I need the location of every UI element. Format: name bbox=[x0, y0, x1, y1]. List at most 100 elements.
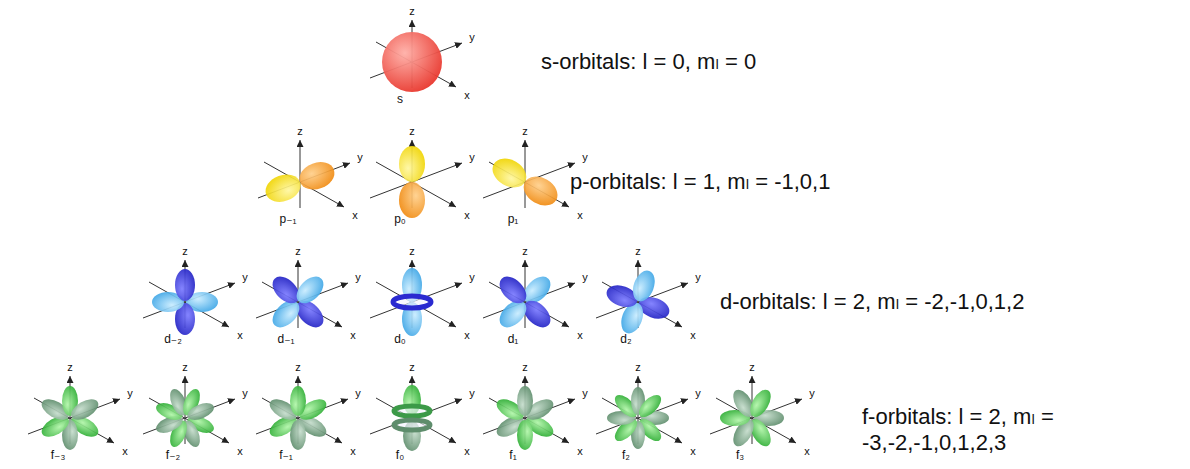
orbital-torus bbox=[394, 406, 430, 416]
orbital-lobe bbox=[290, 386, 306, 416]
orbital-lobe bbox=[185, 400, 216, 424]
orbital-name: f₋₂ bbox=[166, 448, 180, 462]
axis-label: y bbox=[469, 31, 475, 44]
orbital-figure bbox=[370, 20, 462, 92]
orbital-figure bbox=[28, 376, 120, 450]
orbital-figure bbox=[143, 376, 235, 449]
orbital-name: p₁ bbox=[508, 212, 519, 226]
orbital-name: d₁ bbox=[508, 332, 519, 346]
axis-label: y bbox=[582, 151, 588, 164]
orbital-lobe bbox=[629, 268, 659, 305]
quantum-number-label: d-orbitals: l = 2, mₗ = -2,-1,0,1,2 bbox=[720, 289, 1024, 315]
axis-label: y bbox=[695, 271, 701, 284]
axis-line bbox=[300, 140, 301, 208]
orbital-name: f₃ bbox=[736, 448, 744, 462]
orbital-name: s bbox=[397, 92, 403, 106]
axis-label: x bbox=[464, 89, 470, 102]
orbital-name: d₀ bbox=[394, 332, 406, 346]
axis-label: x bbox=[350, 329, 356, 342]
orbital-name: d₋₂ bbox=[164, 332, 182, 346]
axis-label: y bbox=[695, 387, 701, 400]
axis-label: z bbox=[297, 125, 303, 138]
axis-label: y bbox=[809, 387, 815, 400]
orbital-figure bbox=[483, 260, 575, 332]
axis-label: y bbox=[242, 271, 248, 284]
axis-label: z bbox=[295, 361, 301, 374]
axis-label: x bbox=[350, 445, 356, 458]
axis-line bbox=[370, 399, 462, 434]
orbital-name: p₋₁ bbox=[279, 212, 296, 226]
orbital-lobe bbox=[519, 171, 563, 212]
orbital-name: d₂ bbox=[620, 332, 631, 346]
orbital-name: f₁ bbox=[509, 448, 516, 462]
axis-label: z bbox=[295, 245, 301, 258]
axis-label: y bbox=[469, 151, 475, 164]
axis-label: x bbox=[690, 329, 696, 342]
orbital-lobe bbox=[262, 170, 305, 207]
orbital-lobe bbox=[746, 386, 775, 420]
orbital-name: f₂ bbox=[622, 448, 630, 462]
orbital-lobe bbox=[635, 391, 665, 421]
orbital-figure bbox=[483, 140, 575, 211]
axis-label: z bbox=[409, 245, 415, 258]
orbital-torus bbox=[393, 296, 431, 308]
orbital-figure bbox=[596, 376, 688, 449]
axis-label: x bbox=[237, 445, 243, 458]
orbital-figure bbox=[143, 260, 235, 335]
axis-label: x bbox=[577, 445, 583, 458]
orbital-name: f₋₁ bbox=[279, 448, 293, 462]
orbital-name: f₋₃ bbox=[51, 448, 66, 462]
orbital-lobe bbox=[517, 386, 533, 416]
axis-label: x bbox=[804, 445, 810, 458]
orbital-figure bbox=[256, 260, 348, 332]
axis-label: x bbox=[577, 209, 583, 222]
axis-label: z bbox=[182, 361, 188, 374]
quantum-number-label: p-orbitals: l = 1, mₗ = -1,0,1 bbox=[570, 169, 830, 195]
orbital-name: p₀ bbox=[394, 212, 406, 226]
axis-label: y bbox=[357, 151, 363, 164]
orbital-figure bbox=[596, 260, 688, 336]
axis-label: x bbox=[352, 209, 358, 222]
axis-label: y bbox=[355, 387, 361, 400]
orbital-torus bbox=[394, 420, 430, 430]
quantum-number-label: s-orbitals: l = 0, mₗ = 0 bbox=[541, 49, 756, 75]
quantum-number-label: f-orbitals: l = 2, mₗ = -3,-2,-1,0,1,2,3 bbox=[862, 404, 1180, 457]
orbital-lobe bbox=[296, 157, 339, 194]
axis-label: x bbox=[122, 445, 128, 458]
orbital-figure bbox=[256, 376, 348, 450]
orbital-lobe bbox=[292, 272, 329, 309]
orbital-name: d₋₁ bbox=[277, 332, 294, 346]
axis-label: z bbox=[635, 245, 641, 258]
axis-label: x bbox=[237, 329, 243, 342]
axis-label: z bbox=[749, 361, 755, 374]
orbital-figure bbox=[258, 140, 350, 208]
axis-label: y bbox=[355, 271, 361, 284]
orbital-figure bbox=[370, 376, 462, 451]
axis-label: z bbox=[409, 361, 415, 374]
orbital-lobe bbox=[399, 146, 425, 182]
orbital-lobe bbox=[495, 272, 532, 309]
orbital-lobe bbox=[290, 420, 306, 450]
axis-label: y bbox=[582, 387, 588, 400]
axis-label: y bbox=[127, 387, 133, 400]
axis-label: x bbox=[577, 329, 583, 342]
axis-label: z bbox=[635, 361, 641, 374]
orbital-lobe bbox=[175, 269, 195, 301]
orbital-name: f₀ bbox=[396, 448, 404, 462]
axis-label: z bbox=[522, 361, 528, 374]
axis-label: z bbox=[409, 125, 415, 138]
orbital-figure bbox=[370, 260, 462, 336]
axis-label: x bbox=[690, 445, 696, 458]
axis-label: x bbox=[464, 329, 470, 342]
orbital-lobe bbox=[517, 420, 533, 450]
axis-label: y bbox=[242, 387, 248, 400]
axis-label: z bbox=[522, 125, 528, 138]
axis-label: z bbox=[67, 361, 73, 374]
axis-label: y bbox=[582, 271, 588, 284]
axis-label: z bbox=[409, 5, 415, 18]
orbital-figure bbox=[483, 376, 575, 450]
orbital-figure bbox=[370, 140, 462, 218]
orbital-figure bbox=[710, 376, 802, 450]
axis-label: y bbox=[469, 271, 475, 284]
